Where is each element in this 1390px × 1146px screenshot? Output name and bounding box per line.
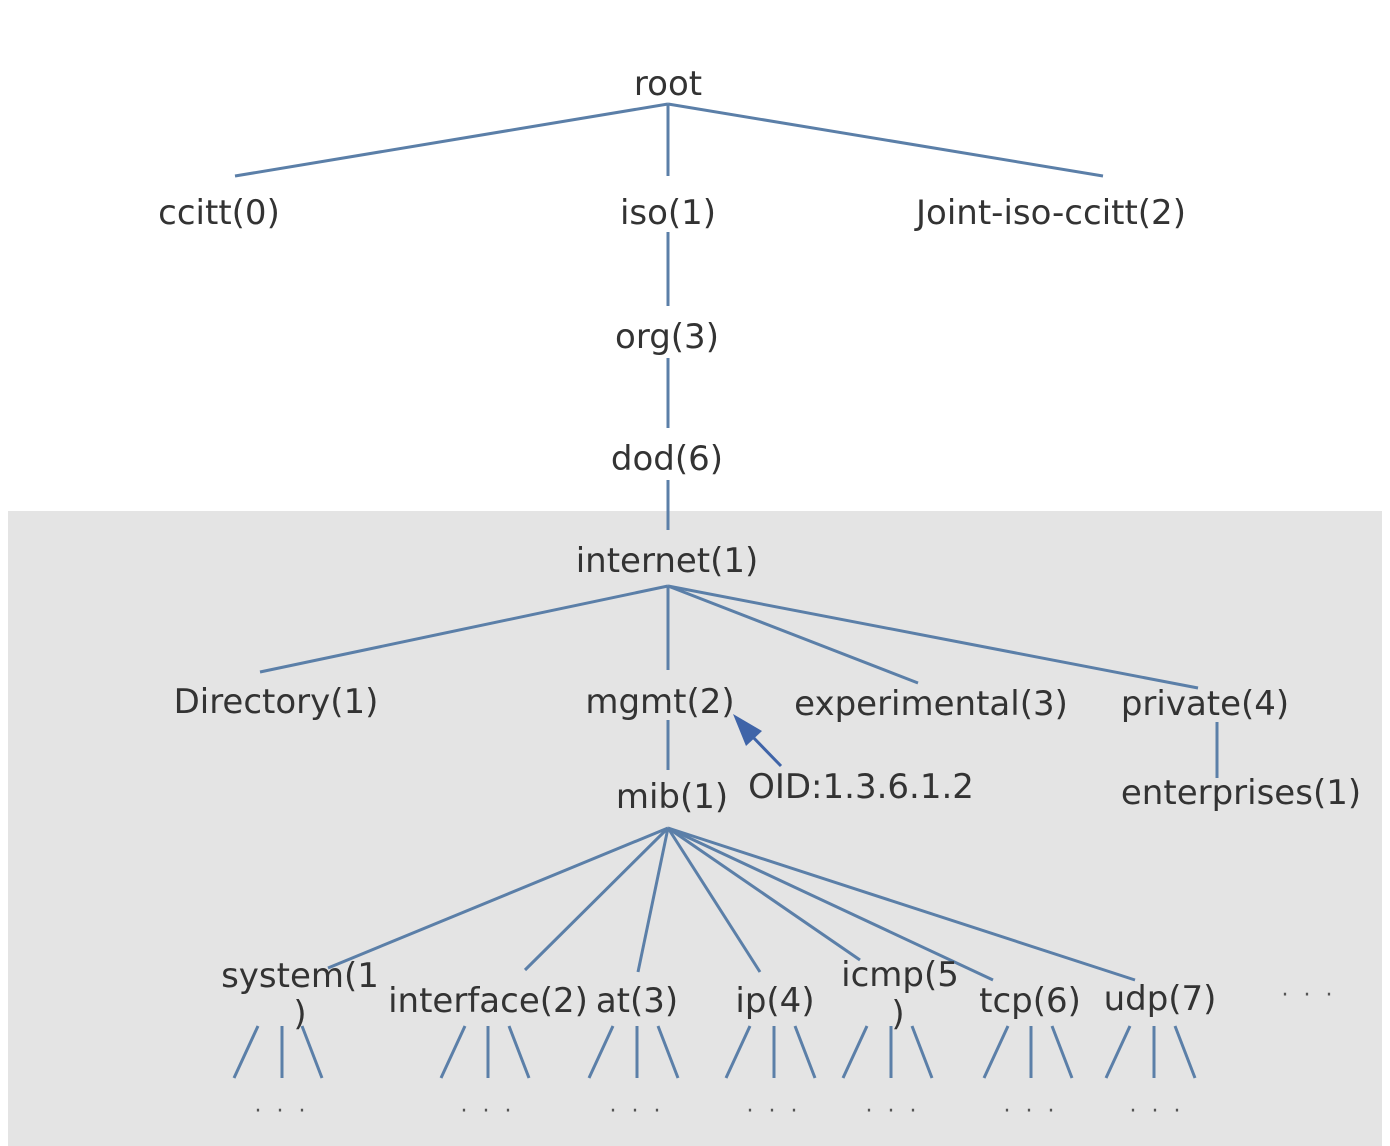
node-internet: internet(1) (576, 541, 759, 581)
node-joint-iso-ccitt: Joint-iso-ccitt(2) (914, 193, 1186, 233)
node-root: root (634, 64, 702, 104)
node-org: org(3) (615, 317, 719, 357)
node-enterprises: enterprises(1) (1121, 773, 1361, 813)
node-mgmt: mgmt(2) (585, 682, 734, 722)
fan-tcp (982, 1025, 1074, 1079)
fan-icmp (841, 1025, 934, 1079)
ellipsis-ip: · · · (747, 1099, 802, 1124)
edge-root-ccitt (234, 102, 669, 178)
ellipsis-icmp: · · · (866, 1099, 921, 1124)
oid-annotation: OID:1.3.6.1.2 (748, 767, 974, 807)
edges-root (234, 102, 1104, 178)
node-at: at(3) (596, 981, 678, 1021)
fan-at (587, 1025, 680, 1079)
node-interface: interface(2) (388, 981, 588, 1021)
edge-internet-private (667, 584, 1199, 690)
fan-system (232, 1025, 324, 1079)
edge-internet-directory (259, 584, 669, 674)
edge-mib-at (636, 827, 670, 973)
edge-mib-tcp (667, 826, 994, 982)
edge-root-joint (667, 102, 1104, 178)
fan-interface (439, 1025, 531, 1079)
fan-ip (724, 1025, 817, 1079)
node-udp: udp(7) (1104, 979, 1217, 1019)
oid-arrow (733, 714, 783, 768)
oid-arrowhead (733, 714, 762, 746)
edge-mib-udp (667, 826, 1136, 982)
edge-mib-system (327, 826, 669, 970)
node-icmp-cont: ) (891, 994, 904, 1034)
leaf-ellipses: · · · · · · · · · · · · · · · · · · · · … (255, 1099, 1185, 1124)
ellipsis-tcp: · · · (1004, 1099, 1059, 1124)
ellipsis-system: · · · (255, 1099, 310, 1124)
edges-mib (327, 826, 1136, 982)
node-private: private(4) (1121, 684, 1289, 724)
edge-internet-experimental (667, 584, 919, 685)
edges-mid (666, 720, 1219, 778)
edge-mib-ip (666, 827, 762, 973)
node-tcp: tcp(6) (979, 981, 1081, 1021)
node-iso: iso(1) (620, 193, 716, 233)
ellipsis-udp: · · · (1130, 1099, 1185, 1124)
node-experimental: experimental(3) (794, 684, 1068, 724)
node-icmp: icmp(5 (841, 955, 959, 995)
internet-subtree-region (8, 511, 1382, 1146)
node-ccitt: ccitt(0) (158, 193, 280, 233)
node-mib: mib(1) (616, 777, 728, 817)
fan-udp (1104, 1025, 1197, 1079)
ellipsis-interface: · · · (461, 1099, 516, 1124)
node-directory: Directory(1) (174, 682, 379, 722)
edges-internet (259, 584, 1199, 690)
node-more-siblings: · · · (1282, 983, 1337, 1008)
edges-leaf-fans (232, 1025, 1197, 1079)
node-dod: dod(6) (611, 439, 723, 479)
node-system-cont: ) (293, 994, 306, 1034)
node-ip: ip(4) (735, 981, 814, 1021)
node-system: system(1 (221, 956, 379, 996)
edge-mib-interface (523, 826, 670, 972)
edge-mib-icmp (667, 826, 861, 962)
ellipsis-at: · · · (610, 1099, 665, 1124)
